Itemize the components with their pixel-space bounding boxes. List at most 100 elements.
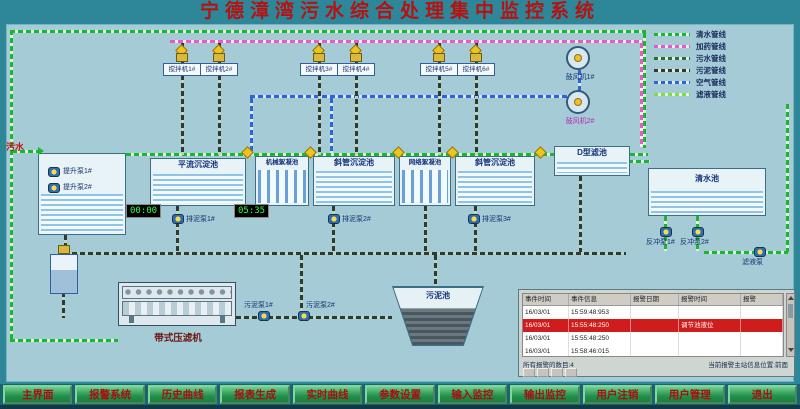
alarm-position-text: 当前报警主站信息位置:前面 — [708, 362, 788, 369]
pipe-filtrate-right — [786, 104, 789, 252]
mixer-4-label: 搅拌机4# — [337, 63, 375, 76]
pipe-sewage-inlet — [12, 150, 38, 153]
menu-history-curve-button[interactable]: 历史曲线 — [147, 385, 218, 404]
alarm-row[interactable]: 16/03/01 15:58:46:015 — [523, 345, 783, 356]
page-title: 宁德漳湾污水综合处理集中监控系统 — [199, 1, 600, 22]
mud-pump-1-icon[interactable] — [172, 214, 184, 224]
mixer-3[interactable]: 搅拌机3# — [300, 53, 338, 76]
sludge-pump-1-label: 污泥泵1# — [244, 302, 273, 309]
menu-alarm-system-button[interactable]: 报警系统 — [75, 385, 145, 404]
backwash-pump-1-icon[interactable] — [660, 227, 672, 237]
tank-clear-water-label: 清水池 — [695, 174, 719, 183]
mixer-motor-icon — [433, 53, 445, 62]
mixer-5[interactable]: 搅拌机5# — [420, 53, 458, 76]
blower-1-label: 鼓风机1# — [565, 74, 595, 81]
menu-user-logout-button[interactable]: 用户注销 — [582, 385, 653, 404]
pipe-clearwater-drop-2 — [696, 216, 699, 228]
mixer-6[interactable]: 搅拌机6# — [457, 53, 495, 76]
scroll-thumb[interactable] — [788, 304, 793, 318]
mixer-4[interactable]: 搅拌机4# — [337, 53, 375, 76]
alarm-table: 事件时间 事件信息 报警日期 报警时间 报警 16/03/01 15:59:48… — [522, 293, 784, 357]
mixer-motor-icon — [176, 53, 188, 62]
alarm-cell: 16/03/01 — [523, 332, 569, 345]
backwash-pump-2-label: 反冲泵2# — [680, 239, 709, 246]
alarm-nav-button[interactable] — [551, 368, 563, 377]
legend-label: 加药管线 — [696, 41, 726, 51]
alarm-cell — [741, 332, 783, 345]
mixer-1[interactable]: 搅拌机1# — [163, 53, 201, 76]
belt-press-label: 带式压滤机 — [154, 333, 202, 344]
legend-label: 污泥管线 — [696, 65, 726, 75]
mud-pump-3-label: 排泥泵3# — [482, 216, 511, 223]
tank-grid-flocculation: 网络絮凝池 — [399, 156, 451, 206]
water-pattern — [153, 174, 243, 203]
filtrate-pump-icon[interactable] — [754, 247, 766, 257]
tank-inclined-sedimentation-1: 斜管沉淀池 — [313, 156, 395, 206]
alarm-scrollbar[interactable] — [786, 293, 795, 357]
water-pattern — [557, 162, 627, 173]
alarm-cell — [631, 345, 679, 356]
alarm-row-highlighted[interactable]: 16/03/01 15:55:48:250 调节池液位 — [523, 319, 783, 332]
scroll-up-icon[interactable] — [787, 296, 794, 300]
mixer-6-label: 搅拌机6# — [457, 63, 495, 76]
legend-item: 滤液管线 — [654, 88, 726, 100]
pipe-backwash-drop-1 — [664, 236, 667, 251]
menu-realtime-curve-button[interactable]: 实时曲线 — [292, 385, 363, 404]
pipe-sludge-drop-3 — [424, 206, 427, 252]
alarm-nav-button[interactable] — [523, 368, 535, 377]
tank-mechanical-flocculation-label: 机械絮凝池 — [265, 159, 299, 166]
sludge-pump-1-icon[interactable] — [258, 311, 270, 321]
pipe-legend: 清水管线 加药管线 污水管线 污泥管线 空气管线 滤液管线 — [654, 28, 726, 100]
pipe-clean-bottom-left — [10, 339, 118, 342]
alarm-cell: 16/03/01 — [523, 345, 569, 356]
scroll-down-icon[interactable] — [788, 348, 794, 352]
alarm-cell: 15:59:48:953 — [569, 306, 631, 319]
alarm-cell — [679, 345, 741, 356]
dosing-tank — [50, 245, 78, 294]
menu-input-monitor-button[interactable]: 输入监控 — [437, 385, 508, 404]
water-pattern — [402, 170, 448, 203]
alarm-panel: 事件时间 事件信息 报警日期 报警时间 报警 16/03/01 15:59:48… — [518, 289, 795, 377]
backwash-pump-2-icon[interactable] — [692, 227, 704, 237]
pipe-sludge-press-line — [236, 316, 392, 319]
mixer-motor-icon — [213, 53, 225, 62]
alarm-cell: 16/03/01 — [523, 319, 569, 332]
menu-report-button[interactable]: 报表生成 — [220, 385, 290, 404]
legend-line-sludge — [654, 68, 690, 72]
alarm-cell — [631, 319, 679, 332]
alarm-row[interactable]: 16/03/01 15:55:48:250 — [523, 332, 783, 345]
pipe-clearwater-drop-1 — [664, 216, 667, 228]
tank-inclined-sedimentation-1-label: 斜管沉淀池 — [334, 158, 374, 167]
water-pattern — [458, 171, 532, 203]
alarm-cell — [741, 345, 783, 356]
pipe-sludge-press-drop — [300, 255, 303, 311]
alarm-nav-button[interactable] — [537, 368, 549, 377]
lift-pump-2-icon[interactable] — [48, 183, 60, 193]
alarm-nav-button[interactable] — [565, 368, 577, 377]
menu-param-settings-button[interactable]: 参数设置 — [365, 385, 435, 404]
blower-1-icon[interactable] — [566, 46, 590, 70]
mixer-2[interactable]: 搅拌机2# — [200, 53, 238, 76]
mud-pump-3-icon[interactable] — [468, 214, 480, 224]
menu-user-management-button[interactable]: 用户管理 — [655, 385, 725, 404]
mixer-motor-icon — [350, 53, 362, 62]
mixer-shaft-pipe-4 — [355, 43, 358, 155]
filtrate-pump-label: 滤液泵 — [742, 259, 763, 266]
pipe-air-main — [250, 95, 572, 98]
blower-2-icon[interactable] — [566, 90, 590, 114]
menu-exit-button[interactable]: 退出 — [727, 385, 797, 404]
lift-pump-1-icon[interactable] — [48, 167, 60, 177]
mud-pump-2-icon[interactable] — [328, 214, 340, 224]
tank-d-filter: D型滤池 — [554, 146, 630, 176]
legend-item: 空气管线 — [654, 76, 726, 88]
alarm-cell — [631, 332, 679, 345]
alarm-row[interactable]: 16/03/01 15:59:48:953 — [523, 306, 783, 319]
legend-line-sewage — [654, 56, 690, 60]
sludge-pump-2-icon[interactable] — [298, 311, 310, 321]
menu-main-button[interactable]: 主界面 — [3, 385, 73, 404]
dosing-tank-motor-icon — [58, 245, 70, 254]
menu-output-monitor-button[interactable]: 输出监控 — [510, 385, 580, 404]
sludge-pump-2-label: 污泥泵2# — [306, 302, 335, 309]
tank-sludge-label: 污泥池 — [426, 291, 450, 300]
